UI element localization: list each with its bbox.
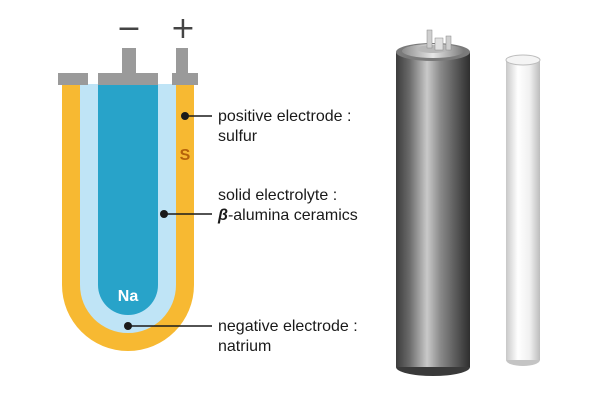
sodium-label: Na bbox=[118, 288, 139, 305]
casing-terminal-left bbox=[426, 29, 433, 49]
positive-electrode-title: positive electrode : bbox=[218, 108, 351, 125]
negative-electrode-title: negative electrode : bbox=[218, 318, 358, 335]
positive-sign: + bbox=[170, 11, 195, 46]
top-plate-left bbox=[58, 73, 88, 85]
sodium-layer bbox=[98, 84, 158, 315]
sulfur-label: S bbox=[180, 147, 191, 164]
electrolyte-title: solid electrolyte : bbox=[218, 187, 337, 204]
negative-electrode-material: natrium bbox=[218, 338, 271, 355]
ceramic-tube-illustration bbox=[505, 54, 541, 366]
negative-terminal-post bbox=[122, 48, 136, 76]
electrolyte-material-rest: -alumina ceramics bbox=[228, 207, 358, 224]
battery-casing-illustration bbox=[396, 29, 470, 376]
beta-symbol: β bbox=[217, 207, 228, 224]
leaders bbox=[124, 112, 212, 330]
top-plate-center bbox=[98, 73, 158, 85]
casing-terminal-right bbox=[434, 37, 444, 51]
positive-terminal-post bbox=[176, 48, 188, 76]
cell-cross-section: − + Na S bbox=[58, 11, 198, 351]
callouts: positive electrode : sulfur solid electr… bbox=[217, 108, 358, 355]
negative-sign: − bbox=[116, 11, 141, 46]
electrolyte-material: β-alumina ceramics bbox=[217, 207, 358, 224]
positive-electrode-material: sulfur bbox=[218, 128, 258, 145]
